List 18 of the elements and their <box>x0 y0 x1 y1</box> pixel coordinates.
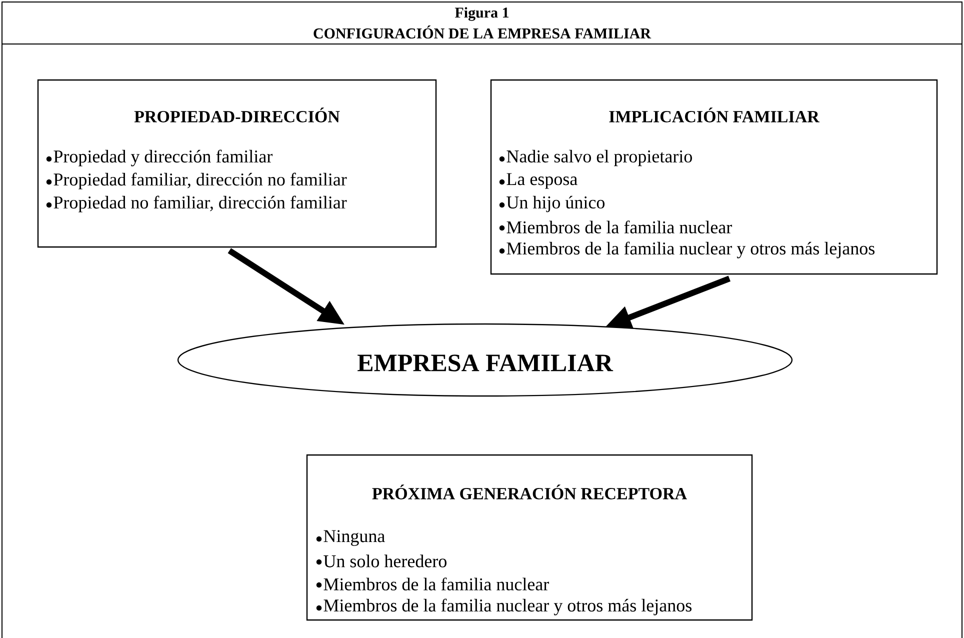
bullet-item: Nadie salvo el propietario <box>506 150 692 166</box>
box-heading: PROPIEDAD-DIRECCIÓN <box>134 108 340 122</box>
bullet-item: Ninguna <box>324 530 385 546</box>
box-heading: IMPLICACIÓN FAMILIAR <box>609 108 820 122</box>
bullet-item: Miembros de la familia nuclear <box>506 220 732 234</box>
bullet-item: Miembros de la familia nuclear y otros más lejanos <box>324 598 692 616</box>
bullet-item: Propiedad no familiar, dirección familiar <box>54 196 347 212</box>
bullet-item: Miembros de la familia nuclear <box>324 578 549 590</box>
box-heading: PRÓXIMA GENERACIÓN RECEPTORA <box>372 484 687 500</box>
bullet-item: Un hijo único <box>506 196 605 212</box>
bullet-item: Propiedad familiar, dirección no familiar <box>54 172 347 190</box>
figure-number: Figura 1 <box>454 7 509 21</box>
bullet-item: Un solo heredero <box>324 554 446 568</box>
figure-title: CONFIGURACIÓN DE LA EMPRESA FAMILIAR <box>314 26 652 38</box>
bullet-item: Miembros de la familia nuclear y otros más lejanos <box>506 242 874 258</box>
bullet-item: La esposa <box>506 173 578 189</box>
ellipse-label: EMPRESA FAMILIAR <box>358 354 614 372</box>
bullet-item: Propiedad y dirección familiar <box>54 150 272 166</box>
